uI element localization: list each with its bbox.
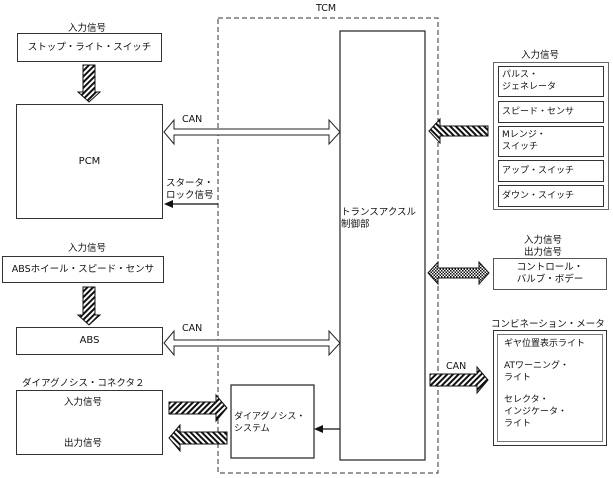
diagnosis-system-line-2: システム — [234, 424, 270, 434]
abs-can-arrow — [163, 329, 341, 357]
gear-position-light: ギヤ位置表示ライト — [504, 339, 586, 349]
starter-lock-label: スタータ・ ロック信号 — [166, 178, 214, 202]
pcm-can-arrow — [163, 118, 341, 146]
diag-output-arrow — [168, 423, 228, 453]
pcm-can-label: CAN — [182, 114, 203, 125]
combination-meter-heading: コンビネーション・メータ — [491, 319, 605, 330]
starter-lock-line-1: スタータ・ — [166, 178, 214, 189]
combination-meter-inner: ギヤ位置表示ライト ATワーニング・ ライト セレクタ・ インジケータ・ ライト — [497, 334, 603, 442]
abs-box: ABS — [16, 327, 163, 355]
diag-input-arrow — [168, 393, 228, 423]
control-to-diagnosis-arrowhead — [314, 425, 323, 433]
speed-sensor-box: スピード・センサ — [498, 101, 604, 123]
pulse-generator-line-1: パルス・ — [502, 70, 539, 80]
right-inputs-heading: 入力信号 — [521, 50, 560, 61]
down-switch-line-1: ダウン・スイッチ — [502, 191, 575, 201]
transaxle-control-line-2: 制御部 — [341, 219, 370, 230]
abs-wheel-speed-sensor-box: ABSホイール・スピード・センサ — [2, 256, 164, 283]
control-valve-body-box: コントロール・ バルブ・ボデー — [493, 258, 607, 290]
stop-light-heading: 入力信号 — [68, 23, 107, 34]
speed-sensor-line-1: スピード・センサ — [502, 107, 575, 117]
diagnosis-system-block — [230, 384, 315, 459]
m-range-switch-line-1: Mレンジ・ — [502, 130, 546, 140]
tcm-title: TCM — [316, 3, 337, 14]
m-range-switch-box: Mレンジ・ スイッチ — [498, 126, 604, 157]
up-switch-box: アップ・スイッチ — [498, 160, 604, 182]
selector-indicator-line-2: インジケータ・ — [504, 407, 568, 417]
diag-input-label: 入力信号 — [64, 397, 103, 408]
combination-meter-arrow — [429, 365, 489, 395]
stop-light-switch-box: ストップ・ライト・スイッチ — [17, 33, 162, 62]
diagnosis-system-line-1: ダイアグノシス・ — [234, 412, 306, 422]
combination-meter-can-label: CAN — [446, 361, 467, 372]
diagnosis-system-label: ダイアグノシス・ システム — [234, 411, 305, 435]
down-switch-box: ダウン・スイッチ — [498, 185, 604, 207]
pcm-box: PCM — [16, 104, 163, 219]
control-valve-heading: 入力信号 出力信号 — [524, 235, 562, 259]
selector-indicator-line-1: セレクタ・ — [504, 395, 549, 405]
m-range-switch-line-2: スイッチ — [502, 142, 539, 152]
transaxle-control-label: トランスアクスル 制御部 — [341, 207, 416, 231]
diag-output-label: 出力信号 — [64, 438, 103, 449]
tcm-boundary — [217, 17, 439, 474]
at-warning-light-line-2: ライト — [504, 373, 532, 383]
pulse-generator-line-2: ジェネレータ — [502, 82, 557, 92]
right-inputs-group: パルス・ ジェネレータ スピード・センサ Mレンジ・ スイッチ アップ・スイッチ… — [493, 62, 609, 210]
control-valve-line-2: バルブ・ボデー — [516, 274, 584, 285]
abs-can-label: CAN — [182, 323, 203, 334]
at-warning-light-line-1: ATワーニング・ — [504, 361, 569, 371]
abs-sensor-to-abs-arrow — [76, 286, 102, 326]
starter-lock-arrowhead — [164, 200, 173, 208]
control-valve-line-1: コントロール・ — [516, 262, 584, 273]
control-valve-heading-output: 出力信号 — [524, 247, 563, 258]
transaxle-control-block — [339, 30, 426, 461]
pulse-generator-box: パルス・ ジェネレータ — [498, 66, 604, 97]
control-valve-heading-input: 入力信号 — [524, 235, 563, 246]
diag-connector-box: 入力信号 出力信号 — [16, 390, 163, 455]
up-switch-line-1: アップ・スイッチ — [502, 166, 575, 176]
stop-light-to-pcm-arrow — [76, 64, 102, 103]
right-inputs-arrow — [428, 117, 489, 145]
control-valve-arrow — [427, 260, 490, 286]
starter-lock-line-2: ロック信号 — [166, 190, 214, 201]
combination-meter-box: ギヤ位置表示ライト ATワーニング・ ライト セレクタ・ インジケータ・ ライト — [493, 330, 607, 446]
selector-indicator-line-3: ライト — [504, 419, 532, 429]
diag-connector-heading: ダイアグノシス・コネクタ２ — [22, 378, 145, 389]
transaxle-control-line-1: トランスアクスル — [341, 207, 417, 218]
abs-sensor-heading: 入力信号 — [68, 243, 107, 254]
